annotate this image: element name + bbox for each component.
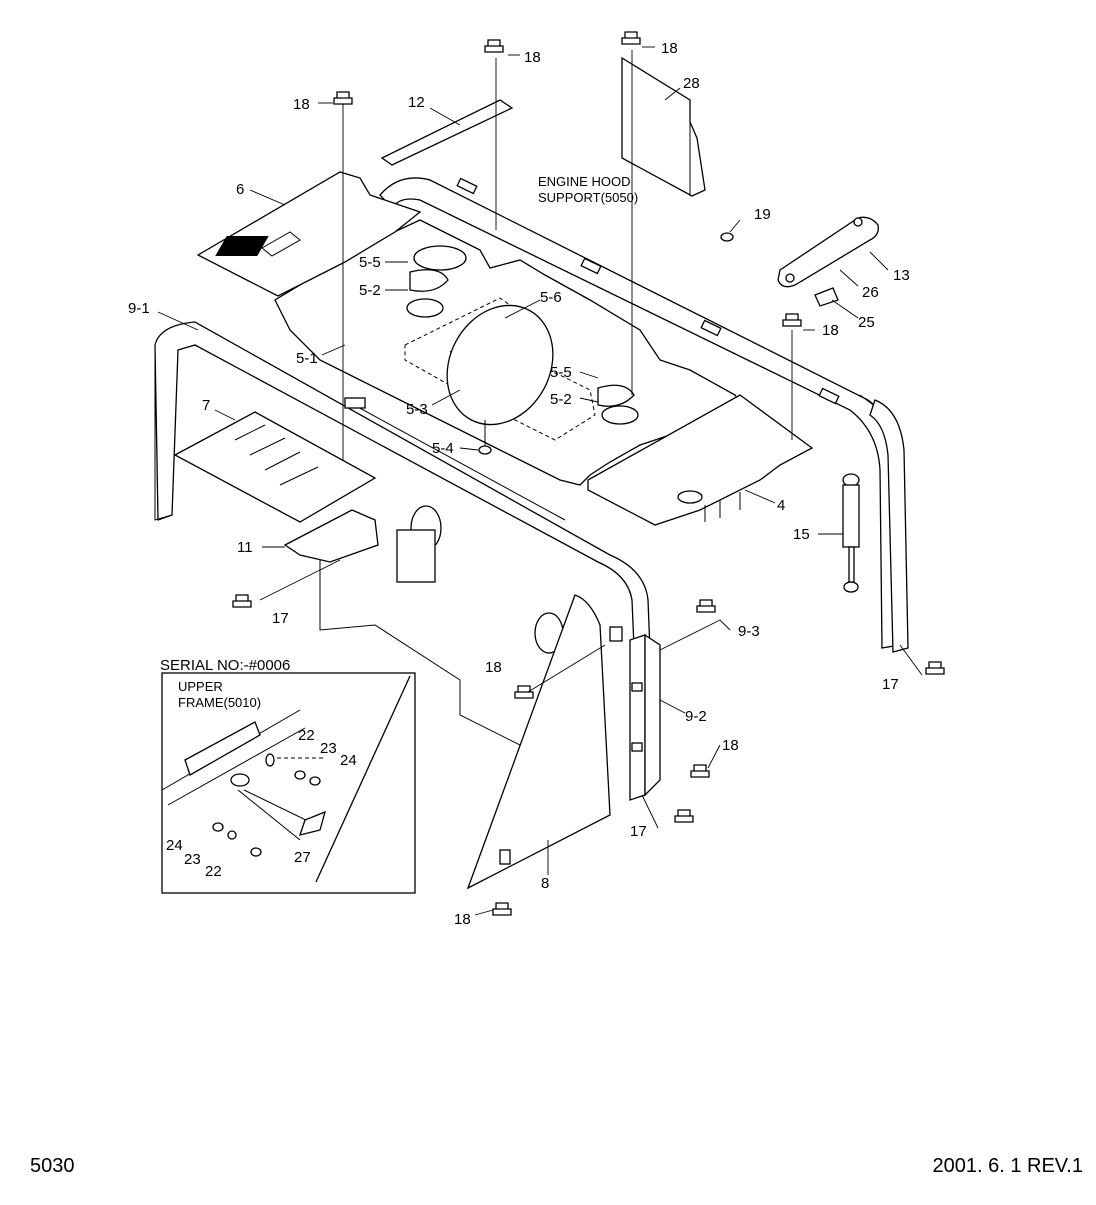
callout-labels: 18 18 18 12 28 6 19 13 5-5 5-2 26 5-6 25… (128, 40, 910, 928)
callout-label: 17 (630, 823, 647, 840)
note-serial-no: SERIAL NO:-#0006 (160, 657, 290, 674)
callout-label: 5-2 (550, 391, 572, 408)
callout-label: 5-3 (406, 401, 428, 418)
callout-label: 9-2 (685, 708, 707, 725)
page-number: 5030 (30, 1155, 75, 1177)
callout-label: 8 (541, 875, 549, 892)
bolt-icon (674, 809, 694, 823)
bolt-icon (925, 661, 945, 675)
callout-label: 13 (893, 267, 910, 284)
callout-label: 6 (236, 181, 244, 198)
cover-plate-5-1 (274, 219, 747, 486)
bolt-icon (690, 764, 710, 778)
callout-label: 18 (485, 659, 502, 676)
bolt-icon (333, 91, 353, 105)
grid-pattern-6 (261, 231, 301, 257)
callout-label: 9-1 (128, 300, 150, 317)
note-engine-hood-1: ENGINE HOOD (538, 174, 630, 189)
callout-label: 24 (166, 837, 183, 854)
callout-label: 23 (320, 740, 337, 757)
callout-label: 27 (294, 849, 311, 866)
grid-panel-4 (587, 394, 814, 526)
bolt-icon (514, 685, 534, 699)
callout-label: 26 (862, 284, 879, 301)
callout-label: 9-3 (738, 623, 760, 640)
callout-label: 18 (293, 96, 310, 113)
gas-spring-15 (842, 473, 860, 593)
panel-28 (621, 56, 706, 197)
callout-label: 18 (822, 322, 839, 339)
bolt-icon (484, 39, 504, 53)
callout-label: 4 (777, 497, 785, 514)
side-cover-panel (319, 505, 564, 751)
callout-label: 18 (454, 911, 471, 928)
engine-hood-support-frame (379, 177, 901, 649)
callout-label: 18 (722, 737, 739, 754)
callout-label: 22 (205, 863, 222, 880)
callout-label: 12 (408, 94, 425, 111)
callout-label: 28 (683, 75, 700, 92)
link-13 (777, 216, 879, 307)
callout-label: 11 (237, 539, 253, 556)
callout-label: 18 (524, 49, 541, 66)
callout-label: 24 (340, 752, 357, 769)
callout-label: 5-4 (432, 440, 454, 457)
note-labels: ENGINE HOOD SUPPORT(5050) SERIAL NO:-#00… (160, 174, 638, 710)
bolt-icon (232, 594, 252, 608)
callout-label: 5-1 (296, 350, 318, 367)
bolt-icon (696, 599, 716, 613)
washer-icon (720, 232, 734, 242)
strap-12 (380, 99, 514, 166)
bracket-11 (283, 509, 379, 563)
callout-label: 5-2 (359, 282, 381, 299)
callout-label: 5-5 (550, 364, 572, 381)
callout-label: 5-5 (359, 254, 381, 271)
callout-label: 17 (272, 610, 289, 627)
leader-lines (157, 46, 923, 916)
callout-label: 5-6 (540, 289, 562, 306)
note-upper-frame-2: FRAME(5010) (178, 695, 261, 710)
grid-plate-7 (173, 411, 377, 523)
callout-label: 18 (661, 40, 678, 57)
front-frame-9-1 (154, 321, 656, 792)
hardware-bolts (232, 31, 945, 916)
callout-label: 22 (298, 727, 315, 744)
side-panel-9-2 (629, 633, 661, 801)
callout-label: 19 (754, 206, 771, 223)
grid-panel-6 (196, 171, 422, 297)
callout-label: 15 (793, 526, 810, 543)
callout-label: 25 (858, 314, 875, 331)
callout-label: 7 (202, 397, 210, 414)
note-engine-hood-2: SUPPORT(5050) (538, 190, 638, 205)
callout-label: 23 (184, 851, 201, 868)
stud-icon (478, 420, 492, 455)
note-upper-frame-1: UPPER (178, 679, 223, 694)
revision-date: 2001. 6. 1 REV.1 (933, 1155, 1084, 1177)
bolt-icon (492, 902, 512, 916)
bolt-icon (621, 31, 641, 45)
rear-post (869, 399, 909, 653)
bolt-icon (782, 313, 802, 327)
callout-label: 17 (882, 676, 899, 693)
inset-detail-box (161, 672, 416, 894)
door-8 (466, 594, 623, 890)
